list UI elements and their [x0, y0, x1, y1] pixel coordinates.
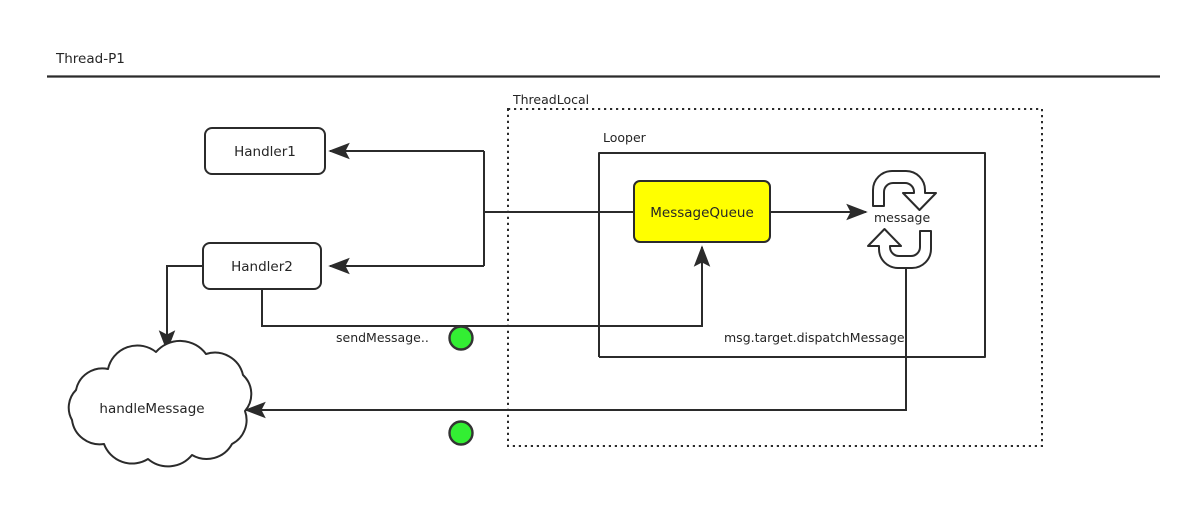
message-loop-bottom-icon	[867, 228, 932, 269]
status-markers	[448, 325, 474, 446]
edge-queue-to-handlers	[328, 142, 634, 275]
message-loop-top-icon	[872, 170, 937, 211]
threadlocal-container: ThreadLocal	[507, 92, 1043, 447]
message-label: message	[874, 210, 930, 225]
handler1-label: Handler1	[234, 144, 296, 160]
node-messagequeue[interactable]: MessageQueue	[633, 180, 771, 243]
edge-sendmessage	[261, 245, 711, 327]
handlemessage-label: handleMessage	[99, 401, 204, 417]
handler1-box[interactable]	[204, 127, 326, 175]
messagequeue-label: MessageQueue	[650, 205, 754, 221]
threadlocal-label: ThreadLocal	[512, 92, 589, 107]
edge-dispatchmessage	[244, 268, 907, 419]
looper-container: Looper	[598, 130, 986, 358]
node-message-loop: message	[867, 170, 937, 269]
dispatchmessage-label: msg.target.dispatchMessage	[724, 330, 905, 345]
marker-send-dot[interactable]	[448, 325, 474, 351]
edge-dispatchmessage-path	[244, 268, 907, 419]
node-handlemessage[interactable]: handleMessage	[67, 339, 253, 468]
edge-label-group: sendMessage.. msg.target.dispatchMessage	[336, 330, 905, 345]
edge-handler2-to-cloud	[158, 265, 203, 352]
looper-label: Looper	[603, 130, 647, 145]
threadlocal-border	[507, 108, 1043, 447]
looper-border	[598, 152, 986, 358]
lane-title: Thread-P1	[55, 51, 125, 67]
marker-dispatch-dot[interactable]	[448, 420, 474, 446]
handlemessage-cloud[interactable]	[67, 339, 253, 468]
edge-sendmessage-path	[261, 245, 711, 327]
handler2-label: Handler2	[231, 259, 293, 275]
node-handler2[interactable]: Handler2	[202, 242, 322, 290]
sendmessage-label: sendMessage..	[336, 330, 429, 345]
node-handler1[interactable]: Handler1	[204, 127, 326, 175]
edge-handler2-cloud-path	[158, 265, 203, 352]
swimlane-header: Thread-P1	[47, 51, 1160, 78]
